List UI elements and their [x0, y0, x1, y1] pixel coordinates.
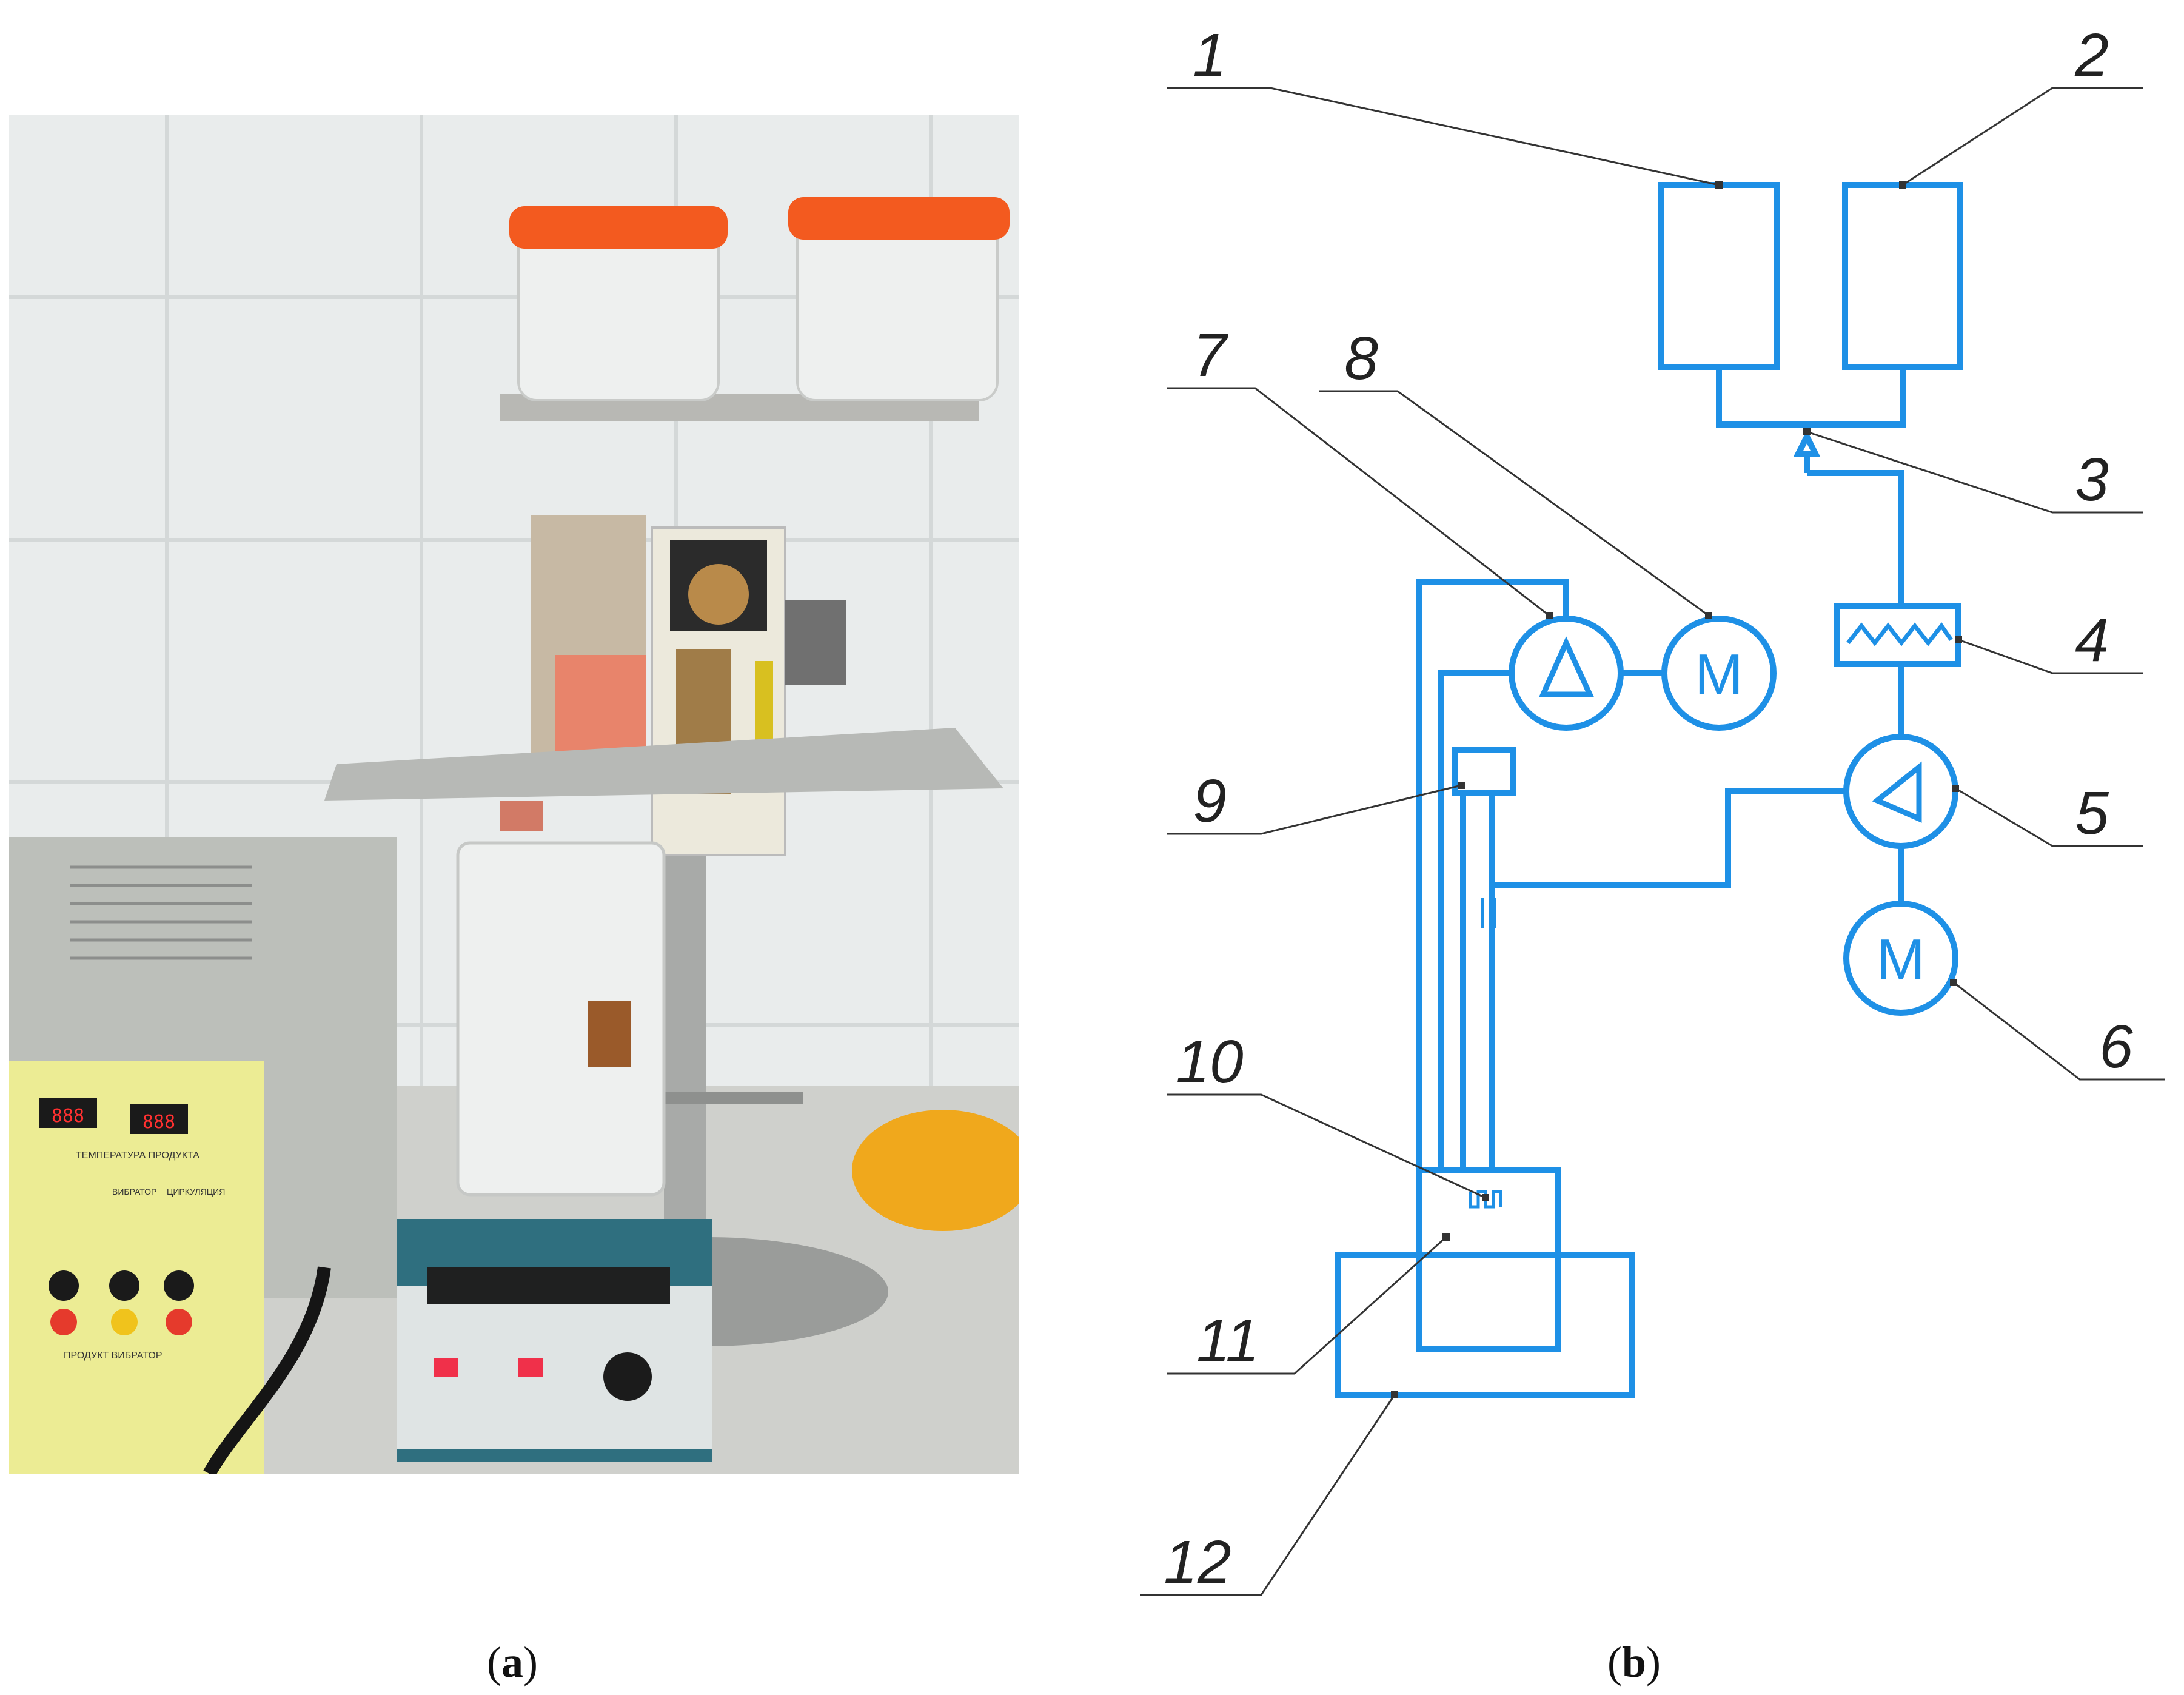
callout-11: 11 — [1196, 1307, 1259, 1375]
tank-2 — [1842, 182, 1963, 370]
callout-4: 4 — [2075, 606, 2109, 674]
sensor-probe — [588, 1001, 631, 1067]
callout-6: 6 — [2099, 1013, 2133, 1081]
motor-6-symbol: M — [1877, 927, 1925, 992]
indicator-yellow — [111, 1309, 138, 1335]
motor-6 — [1843, 901, 1958, 1016]
stirrer-knob — [603, 1352, 652, 1401]
callout-9: 9 — [1193, 767, 1227, 835]
indicator-red-2 — [166, 1309, 192, 1335]
label-vibrator: ВИБРАТОР — [112, 1187, 156, 1197]
callout-8: 8 — [1344, 324, 1378, 392]
caption-a-open: ( — [487, 1638, 501, 1687]
right-container-lid — [788, 197, 1010, 240]
pump-7 — [1509, 616, 1624, 731]
caption-a-close: ) — [523, 1638, 538, 1687]
label-temperature: ТЕМПЕРАТУРА ПРОДУКТА — [76, 1150, 199, 1161]
caption-b: (b) — [1573, 1637, 1695, 1688]
callout-12: 12 — [1164, 1528, 1231, 1596]
label-circulation: ЦИРКУЛЯЦИЯ — [167, 1187, 225, 1197]
callout-5: 5 — [2075, 779, 2109, 847]
leader-lines — [1140, 87, 2165, 1596]
knob-1[interactable] — [49, 1270, 79, 1301]
diagram-panel: M M — [1128, 0, 2184, 1695]
motor-8-symbol: M — [1695, 642, 1743, 707]
callout-1: 1 — [1193, 21, 1227, 89]
left-container-lid — [509, 206, 728, 249]
caption-b-close: ) — [1646, 1638, 1661, 1687]
label-product-vibrator: ПРОДУКТ ВИБРАТОР — [64, 1351, 162, 1361]
photo-panel: 888 888 ТЕМПЕРАТУРА ПРОДУКТА ВИБРАТОР ЦИ… — [9, 115, 1019, 1474]
apparatus-photo: 888 888 ТЕМПЕРАТУРА ПРОДУКТА ВИБРАТОР ЦИ… — [9, 115, 1019, 1474]
display-2 — [130, 1104, 188, 1134]
caption-a: (a) — [452, 1637, 573, 1688]
power-cable — [203, 1266, 331, 1474]
indicator-red-1 — [50, 1309, 77, 1335]
caption-a-letter: a — [501, 1638, 523, 1687]
display-1-value: 888 — [52, 1106, 84, 1127]
caption-b-letter: b — [1621, 1638, 1647, 1687]
callout-7: 7 — [1193, 321, 1228, 389]
callout-10: 10 — [1176, 1028, 1243, 1096]
pump-5 — [1843, 734, 1958, 849]
valve-3 — [1793, 429, 1821, 457]
display-1 — [39, 1098, 97, 1128]
beaker — [456, 841, 666, 1197]
schematic-diagram: M M — [1140, 21, 2165, 1596]
motor-8 — [1661, 616, 1777, 731]
middle-tray — [324, 728, 1003, 801]
yellow-disk — [852, 1110, 1019, 1231]
outer-tank-12 — [1335, 1252, 1635, 1398]
display-2-value: 888 — [142, 1112, 175, 1133]
callout-3: 3 — [2075, 446, 2109, 514]
column-9 — [1452, 747, 1516, 796]
knob-2[interactable] — [109, 1270, 139, 1301]
tank-1 — [1658, 182, 1780, 370]
caption-b-open: ( — [1607, 1638, 1622, 1687]
knob-3[interactable] — [164, 1270, 194, 1301]
callout-2: 2 — [2074, 21, 2109, 89]
inner-tank — [1416, 1167, 1561, 1352]
